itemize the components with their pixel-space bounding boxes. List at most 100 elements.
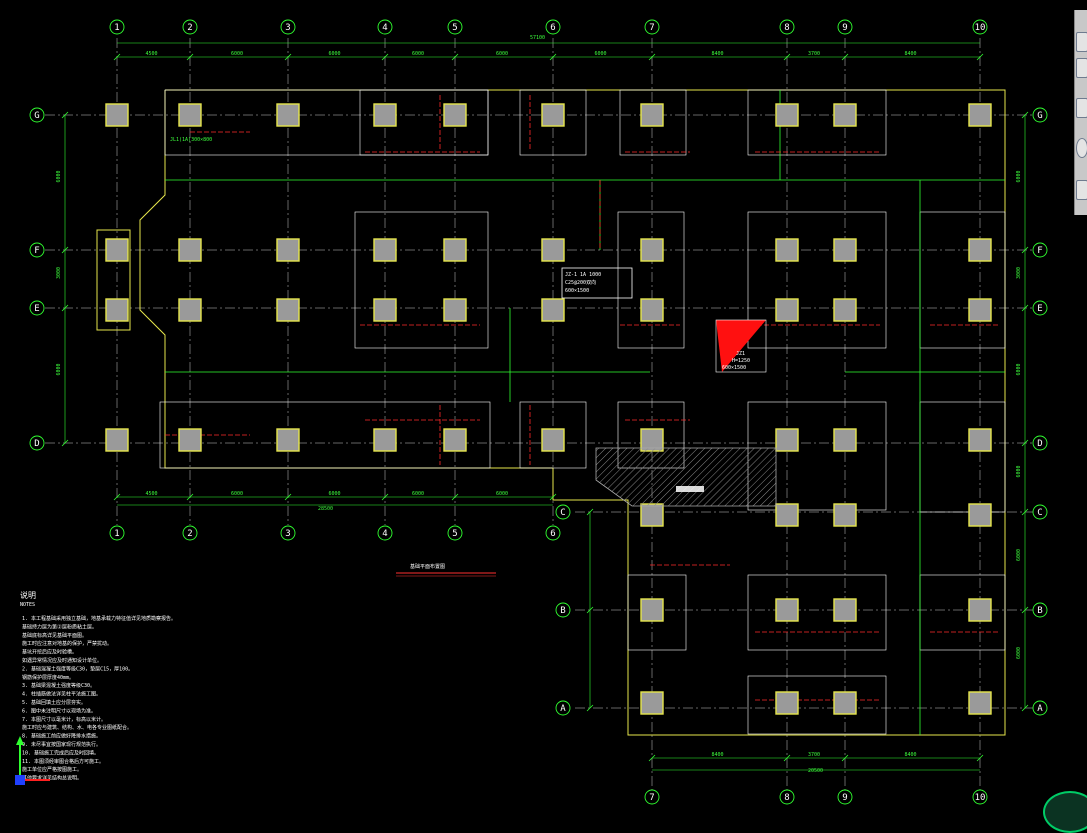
tag-detail: H=1250 [732, 358, 750, 364]
axis-bubble-bottom-label: 5 [452, 529, 457, 539]
callout-box: JZ-1 1A 1000 C25@200双向 600×1500 [561, 267, 633, 299]
note-line: 基坑开挖后应及时验槽。 [22, 649, 77, 656]
axis-bubble-bottom-label: 6 [550, 529, 555, 539]
axis-bubble-right-label: G [1037, 111, 1042, 121]
column-footing [105, 428, 129, 452]
note-line: 如遇异常情况应及时通知设计单位。 [22, 657, 102, 664]
axis-bubble-bottom-right-label: 8 [784, 793, 789, 803]
axis-bubble-top-label: 6 [550, 23, 555, 33]
dim-text: 6000 [329, 51, 341, 57]
note-line: 施工时应与建筑、结构、水、电各专业图纸配合。 [22, 724, 132, 731]
axis-bubble-top [644, 19, 660, 35]
dim-text: 6000 [231, 491, 243, 497]
footing-layer [105, 103, 992, 715]
column-footing [276, 298, 300, 322]
dim-text: 6000 [412, 491, 424, 497]
callout-line-1: JZ-1 1A 1000 [565, 272, 601, 278]
axis-bubble-top [447, 19, 463, 35]
note-line: 7. 本图尺寸以毫米计，标高以米计。 [22, 716, 106, 723]
beam-box [919, 211, 1006, 349]
note-line: 施工单位应严格按图施工。 [22, 766, 82, 773]
dim-text: 6000 [329, 491, 341, 497]
axis-bubble-bottom-right [837, 789, 853, 805]
axis-bubble-top-label: 7 [649, 23, 654, 33]
dim-text: 6000 [56, 363, 62, 375]
beam-box [747, 675, 887, 735]
dim-text: 6000 [496, 51, 508, 57]
dim-tick [381, 493, 389, 501]
note-line: 基础持力层为第②层粉质粘土层。 [22, 623, 97, 630]
note-line: 2. 基础混凝土强度等级C30，垫层C15，厚100。 [22, 665, 133, 672]
view-button[interactable] [1076, 180, 1087, 200]
properties-button[interactable] [1076, 58, 1087, 78]
zoom-button[interactable] [1076, 98, 1087, 118]
column-footing [640, 238, 664, 262]
dim-tick [61, 111, 69, 119]
axis-bubble-top-label: 2 [187, 23, 192, 33]
dim-text: 6000 [595, 51, 607, 57]
axis-bubble-bottom-label: 1 [114, 529, 119, 539]
note-line: 6. 图中未注明尺寸以现场为准。 [22, 707, 96, 714]
dim-text: 6000 [496, 491, 508, 497]
bottom-total-left: 28500 [318, 506, 333, 512]
axis-bubble-right [1032, 700, 1048, 716]
column-footing [833, 298, 857, 322]
axis-bubble-bottom-right-label: 7 [649, 793, 654, 803]
viewcube-icon[interactable] [1043, 791, 1087, 833]
column-footing [105, 103, 129, 127]
callout-line-2: C25@200双向 [565, 279, 596, 286]
beam-box [159, 401, 491, 469]
orbit-button[interactable] [1076, 138, 1087, 158]
notes-heading: 说明 [20, 590, 36, 600]
axis-bubble-top-label: 9 [842, 23, 847, 33]
axis-bubble-bottom-label: 2 [187, 529, 192, 539]
dim-tick [976, 754, 984, 762]
axis-bubble-bottom [545, 525, 561, 541]
column-footing [276, 428, 300, 452]
axis-bubble-left [29, 300, 45, 316]
column-footing [775, 503, 799, 527]
axis-bubble-mid [555, 504, 571, 520]
dim-text: 3000 [1016, 267, 1022, 279]
column-footing [775, 298, 799, 322]
axis-bubble-right-label: E [1037, 304, 1042, 314]
layer-button[interactable] [1076, 32, 1087, 52]
dim-text: 3700 [808, 752, 820, 758]
column-footing [833, 503, 857, 527]
axis-bubble-bottom-right-label: 9 [842, 793, 847, 803]
axis-bubble-top-label: 3 [285, 23, 290, 33]
beam-box [747, 574, 887, 651]
dim-tick [648, 754, 656, 762]
column-footing [968, 428, 992, 452]
axis-bubble-top [109, 19, 125, 35]
axis-bubble-mid [555, 700, 571, 716]
column-footing [178, 238, 202, 262]
column-footing [443, 298, 467, 322]
dim-text: 6000 [1016, 465, 1022, 477]
column-footing [373, 103, 397, 127]
dim-tick [61, 439, 69, 447]
beam-box [617, 211, 685, 349]
dim-tick [586, 606, 594, 614]
axis-bubble-top-label: 8 [784, 23, 789, 33]
dim-tick [61, 304, 69, 312]
tag-sub: 600×1500 [722, 365, 746, 371]
dim-text: 6000 [231, 51, 243, 57]
column-footing [775, 103, 799, 127]
note-line: 10. 基础施工完成后应及时回填。 [22, 749, 99, 756]
note-line: 8. 基础施工前应做好降排水措施。 [22, 733, 101, 740]
dim-tick [586, 508, 594, 516]
dim-text: 8400 [712, 51, 724, 57]
beam-box [359, 89, 489, 156]
dim-tick [783, 53, 791, 61]
column-footing [968, 103, 992, 127]
axis-bubble-right [1032, 107, 1048, 123]
column-footing [373, 238, 397, 262]
beam-box [354, 211, 489, 349]
dim-tick [1021, 304, 1029, 312]
red-section-marker: JZ1 H=1250 600×1500 [715, 319, 767, 373]
outline-layer [96, 89, 1006, 736]
dim-tick [284, 493, 292, 501]
axis-bubble-left [29, 107, 45, 123]
